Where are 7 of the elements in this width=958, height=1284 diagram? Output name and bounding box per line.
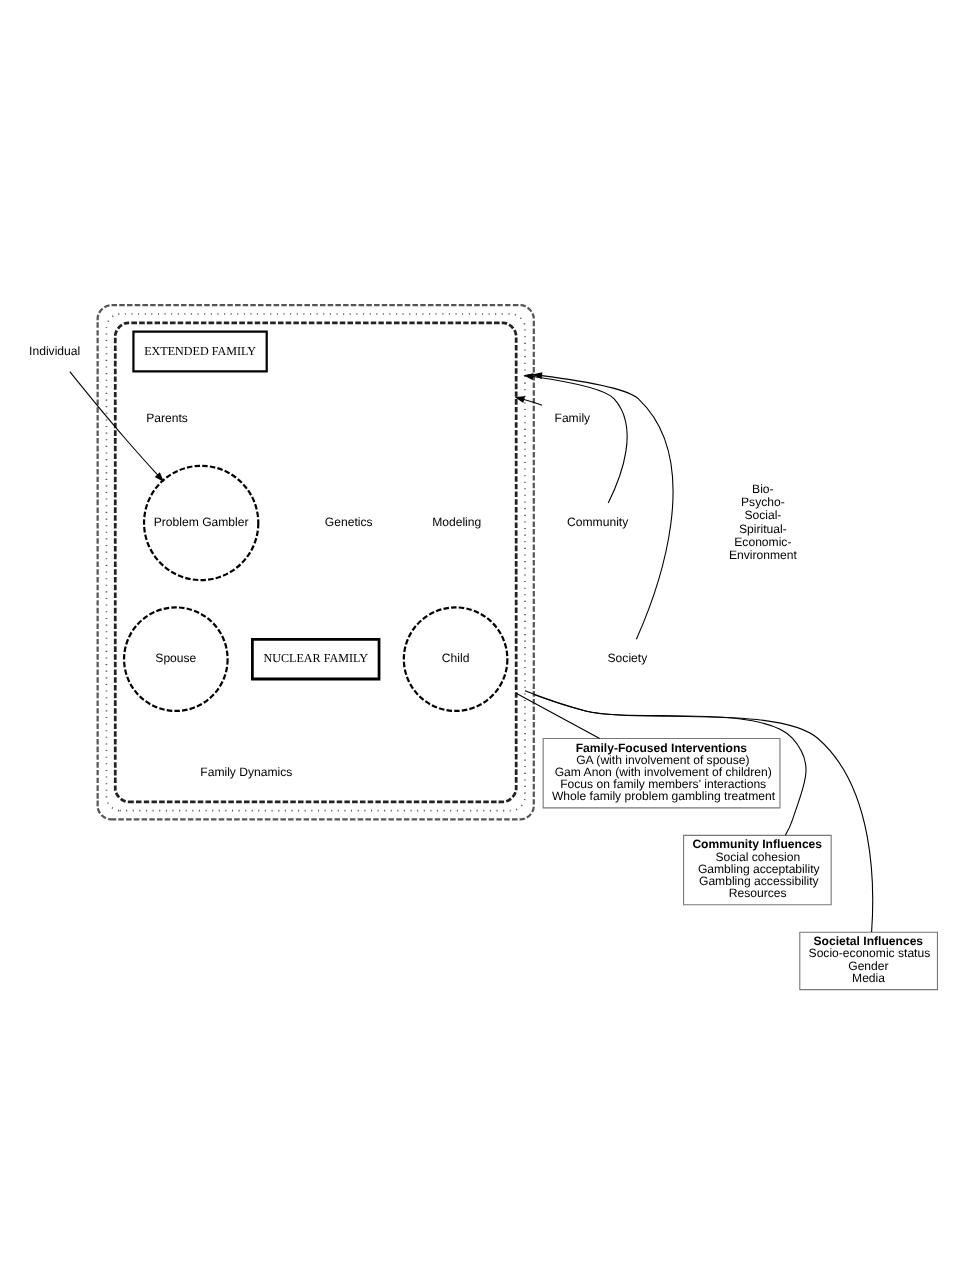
arrow xyxy=(69,370,164,481)
connector xyxy=(515,691,601,738)
arrow xyxy=(532,371,674,639)
connector xyxy=(533,692,874,932)
arrow xyxy=(523,372,628,503)
connector xyxy=(524,689,807,835)
arrow xyxy=(514,395,543,405)
